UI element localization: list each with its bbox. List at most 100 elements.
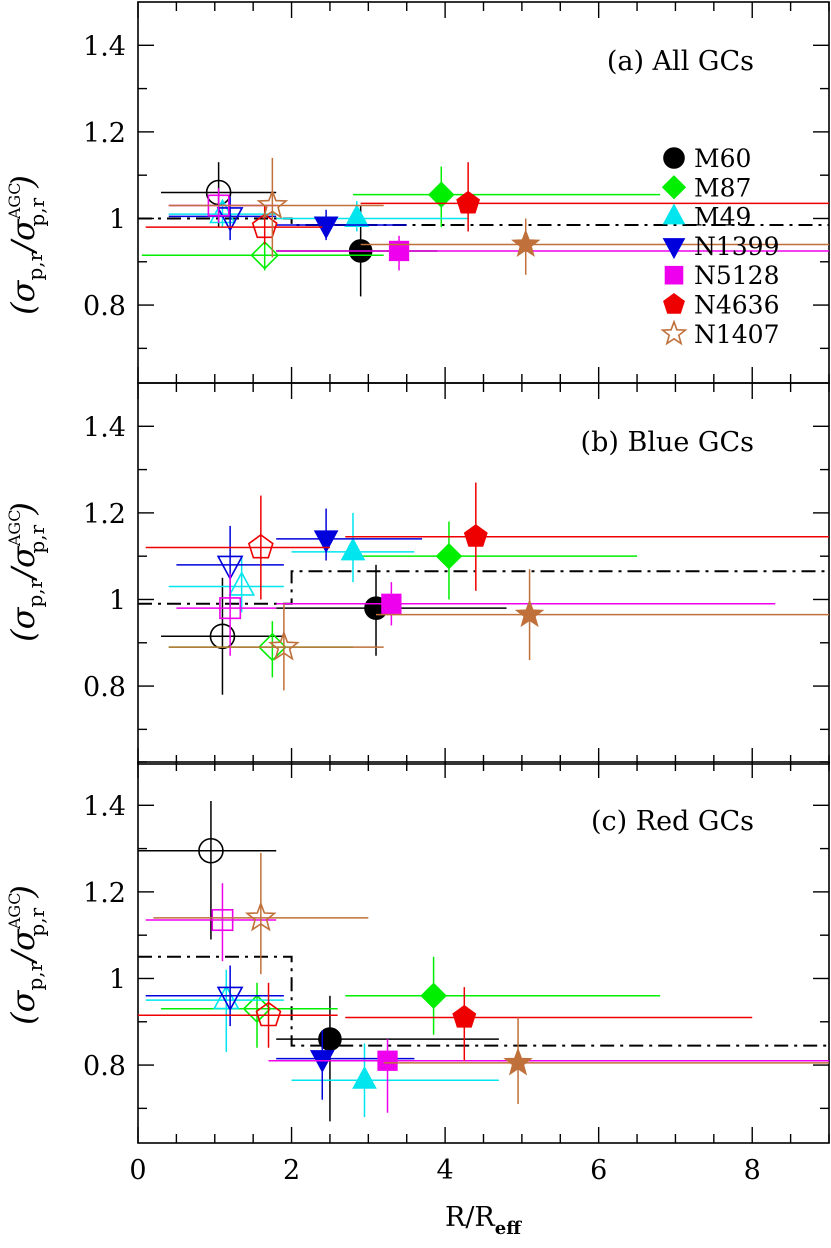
marker-N5128	[211, 909, 234, 932]
legend-label: M87	[694, 173, 751, 202]
ylabel-sup: AGC	[5, 893, 24, 931]
data-point-M49	[291, 1043, 499, 1118]
marker-M60	[209, 623, 236, 650]
marker-N4636	[247, 533, 274, 559]
reference-line	[138, 217, 829, 226]
marker-M60	[318, 1027, 342, 1051]
marker-M49	[212, 984, 240, 1010]
marker-M49	[352, 1065, 377, 1089]
marker-N4636	[452, 1004, 477, 1028]
ylabel-sub2: p,r	[25, 197, 49, 226]
y-tick-label: 1	[109, 964, 126, 995]
panel-data	[138, 800, 829, 1122]
x-tick-label: 0	[129, 1155, 146, 1186]
marker-M87	[428, 181, 455, 208]
legend-item-N1407: N1407	[660, 319, 780, 349]
data-point-M87	[345, 521, 638, 600]
data-point-N5128	[276, 235, 829, 271]
ylabel-sup: AGC	[5, 510, 24, 548]
legend-marker-M49	[662, 203, 686, 225]
legend-marker-M87	[661, 175, 687, 200]
xlabel-sub: eff	[495, 1218, 522, 1239]
legend-marker-N1407	[660, 319, 688, 346]
data-point-N4636	[345, 987, 753, 1061]
legend-item-N1399: N1399	[662, 232, 780, 261]
ylabel-main: σ	[4, 279, 42, 302]
y-tick-label: 1.4	[83, 31, 126, 62]
legend-item-N5128: N5128	[664, 261, 780, 290]
data-point-N1399	[276, 508, 423, 561]
panel-title: (c) Red GCs	[591, 806, 754, 837]
marker-M49	[340, 537, 366, 561]
y-axis-label-middle: (σp,r/σAGCp,r )	[4, 502, 49, 642]
legend-item-M60: M60	[663, 144, 751, 173]
data-point-M87	[141, 240, 384, 271]
marker-N1399	[313, 530, 339, 554]
marker-M87	[258, 632, 287, 662]
marker-N4636	[251, 213, 278, 239]
marker-M60	[198, 837, 224, 864]
marker-N5128	[381, 593, 402, 614]
legend-marker-N1399	[662, 238, 686, 260]
data-point-M87	[345, 956, 661, 1035]
ylabel-slash: /σ	[4, 545, 42, 582]
data-point-N1407	[153, 852, 369, 975]
y-axis-label-top: (σp,r/σAGCp,r )	[4, 175, 49, 315]
marker-M87	[250, 240, 280, 270]
y-tick-label: 0.8	[83, 291, 126, 322]
y-tick-label: 1.2	[83, 878, 126, 909]
y-tick-label: 1.2	[83, 499, 126, 530]
data-point-N5128	[276, 582, 776, 626]
data-point-N1407	[168, 157, 384, 258]
marker-N1407	[511, 229, 541, 257]
marker-N4636	[456, 190, 481, 214]
x-tick-label: 6	[590, 1155, 607, 1186]
ylabel-main: σ	[4, 606, 42, 629]
panel-data	[138, 482, 829, 695]
marker-M49	[344, 204, 370, 227]
xlabel-main: R/R	[445, 1202, 495, 1233]
data-point-N4636	[138, 982, 338, 1048]
y-tick-label: 1	[109, 204, 126, 235]
panel-title: (a) All GCs	[607, 46, 754, 77]
marker-N5128	[388, 240, 410, 262]
data-point-M49	[145, 969, 284, 1053]
legend-label: N1399	[694, 232, 780, 261]
data-point-M60	[138, 800, 277, 940]
legend-item-N4636: N4636	[663, 291, 780, 320]
x-axis-label: R/Reff	[445, 1202, 522, 1239]
ylabel-sup: AGC	[5, 183, 24, 221]
data-point-N5128	[176, 573, 277, 656]
data-point-N1407	[168, 603, 384, 691]
data-point-N1399	[276, 209, 407, 241]
svg-text:(σp,r/σAGCp,r ): (σp,r/σAGCp,r )	[4, 885, 49, 1025]
y-tick-label: 0.8	[83, 1051, 126, 1082]
svg-text:(σp,r/σAGCp,r ): (σp,r/σAGCp,r )	[4, 502, 49, 642]
reference-line	[138, 955, 829, 1047]
marker-N1407	[514, 599, 545, 628]
data-point-N4636	[360, 162, 829, 232]
ylabel-sub2: p,r	[25, 907, 49, 936]
data-point-M87	[352, 166, 661, 228]
y-tick-label: 0.8	[83, 672, 126, 703]
legend-marker-M60	[663, 147, 685, 169]
x-tick-label: 8	[744, 1155, 761, 1186]
ylabel-main: σ	[4, 989, 42, 1012]
marker-N4636	[463, 524, 488, 547]
y-tick-label: 1.4	[83, 412, 126, 443]
marker-N1407	[256, 188, 289, 219]
ylabel-slash: /σ	[4, 218, 42, 255]
ylabel-sub2: p,r	[25, 524, 49, 553]
legend-item-M49: M49	[662, 203, 751, 232]
marker-M49	[228, 571, 256, 596]
x-tick-label: 2	[283, 1155, 300, 1186]
data-point-N4636	[345, 482, 829, 591]
legend-label: N1407	[694, 320, 780, 349]
marker-N1399	[216, 207, 244, 232]
svg-text:(σp,r/σAGCp,r ): (σp,r/σAGCp,r )	[4, 175, 49, 315]
panel-0: 0.811.21.4(a) All GCs	[83, 1, 830, 384]
legend-label: N4636	[694, 291, 780, 320]
data-point-N1407	[376, 569, 829, 661]
